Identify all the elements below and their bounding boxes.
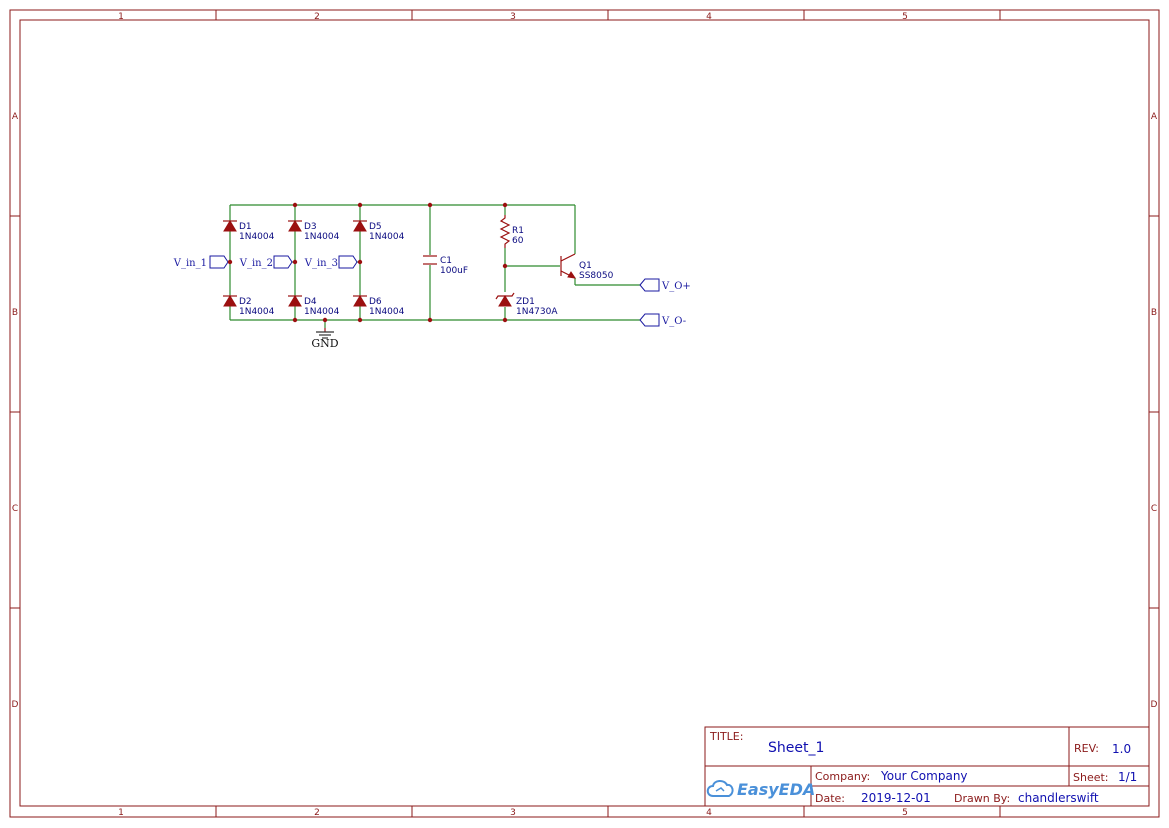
row-label-left: C <box>12 504 18 514</box>
diode-d5[interactable] <box>353 220 367 232</box>
output-port-vo-plus[interactable] <box>639 278 660 292</box>
zener-zd1[interactable] <box>495 292 515 307</box>
diode-d3[interactable] <box>288 220 302 232</box>
d5-ref: D5 <box>369 222 382 232</box>
col-label-bottom: 5 <box>902 808 908 818</box>
col-label-bottom: 4 <box>706 808 712 818</box>
sheet-title: Sheet_1 <box>768 740 824 756</box>
col-label-top: 2 <box>314 12 320 22</box>
row-label-right: B <box>1151 308 1157 318</box>
diode-d1[interactable] <box>223 220 237 232</box>
col-label-top: 1 <box>118 12 124 22</box>
d1-ref: D1 <box>239 222 252 232</box>
input-port-vin2[interactable] <box>273 255 293 269</box>
zd1-ref: ZD1 <box>516 297 535 307</box>
d6-value: 1N4004 <box>369 307 405 317</box>
inner-frame <box>19 19 1150 807</box>
ground-label: GND <box>311 337 338 350</box>
q1-value: SS8050 <box>579 271 614 281</box>
column-dividers <box>10 10 1159 817</box>
row-label-right: C <box>1151 504 1157 514</box>
outer-frame <box>9 9 1160 818</box>
col-label-top: 4 <box>706 12 712 22</box>
ground-symbol <box>316 328 334 339</box>
date-label: Date: <box>815 792 845 805</box>
q1-ref: Q1 <box>579 261 592 271</box>
transistor-q1[interactable] <box>560 253 577 279</box>
r1-value: 60 <box>512 236 524 246</box>
date-value: 2019-12-01 <box>861 791 931 805</box>
input-port-vin3[interactable] <box>338 255 358 269</box>
col-label-bottom: 2 <box>314 808 320 818</box>
row-label-right: D <box>1151 700 1158 710</box>
sheet-label: Sheet: <box>1073 771 1109 784</box>
vin3-label: V_in_3 <box>304 258 338 269</box>
sheet-value: 1/1 <box>1118 770 1137 784</box>
col-label-bottom: 1 <box>118 808 124 818</box>
title-label: TITLE: <box>709 730 743 743</box>
d5-value: 1N4004 <box>369 232 405 242</box>
diode-d4[interactable] <box>288 295 302 307</box>
d6-ref: D6 <box>369 297 382 307</box>
row-label-left: B <box>12 308 18 318</box>
drawn-by-value: chandlerswift <box>1018 791 1099 805</box>
col-label-bottom: 3 <box>510 808 516 818</box>
rev-value: 1.0 <box>1112 742 1131 756</box>
vin1-label: V_in_1 <box>173 258 207 269</box>
d2-value: 1N4004 <box>239 307 275 317</box>
c1-value: 100uF <box>440 266 468 276</box>
row-label-left: A <box>12 112 19 122</box>
row-label-left: D <box>12 700 19 710</box>
r1-ref: R1 <box>512 226 524 236</box>
resistor-r1[interactable] <box>499 215 511 248</box>
d4-ref: D4 <box>304 297 317 307</box>
capacitor-c1[interactable] <box>423 255 437 265</box>
easyeda-logo-icon <box>706 780 734 797</box>
col-label-top: 3 <box>510 12 516 22</box>
company-value: Your Company <box>880 769 968 783</box>
drawn-by-label: Drawn By: <box>954 792 1010 805</box>
vo-minus-label: V_O- <box>661 316 686 327</box>
junction-dots <box>227 202 508 323</box>
diode-d6[interactable] <box>353 295 367 307</box>
rev-label: REV: <box>1074 742 1099 755</box>
diode-d2[interactable] <box>223 295 237 307</box>
input-port-vin1[interactable] <box>209 255 229 269</box>
d3-ref: D3 <box>304 222 317 232</box>
d3-value: 1N4004 <box>304 232 340 242</box>
output-port-vo-minus[interactable] <box>639 313 660 327</box>
col-label-top: 5 <box>902 12 908 22</box>
zd1-value: 1N4730A <box>516 307 558 317</box>
d1-value: 1N4004 <box>239 232 275 242</box>
title-block <box>704 726 1150 807</box>
vo-plus-label: V_O+ <box>661 281 691 292</box>
c1-ref: C1 <box>440 256 452 266</box>
vin2-label: V_in_2 <box>239 258 273 269</box>
company-label: Company: <box>815 770 870 783</box>
easyeda-logo-text: EasyEDA <box>737 780 815 799</box>
d2-ref: D2 <box>239 297 252 307</box>
row-label-right: A <box>1151 112 1158 122</box>
d4-value: 1N4004 <box>304 307 340 317</box>
